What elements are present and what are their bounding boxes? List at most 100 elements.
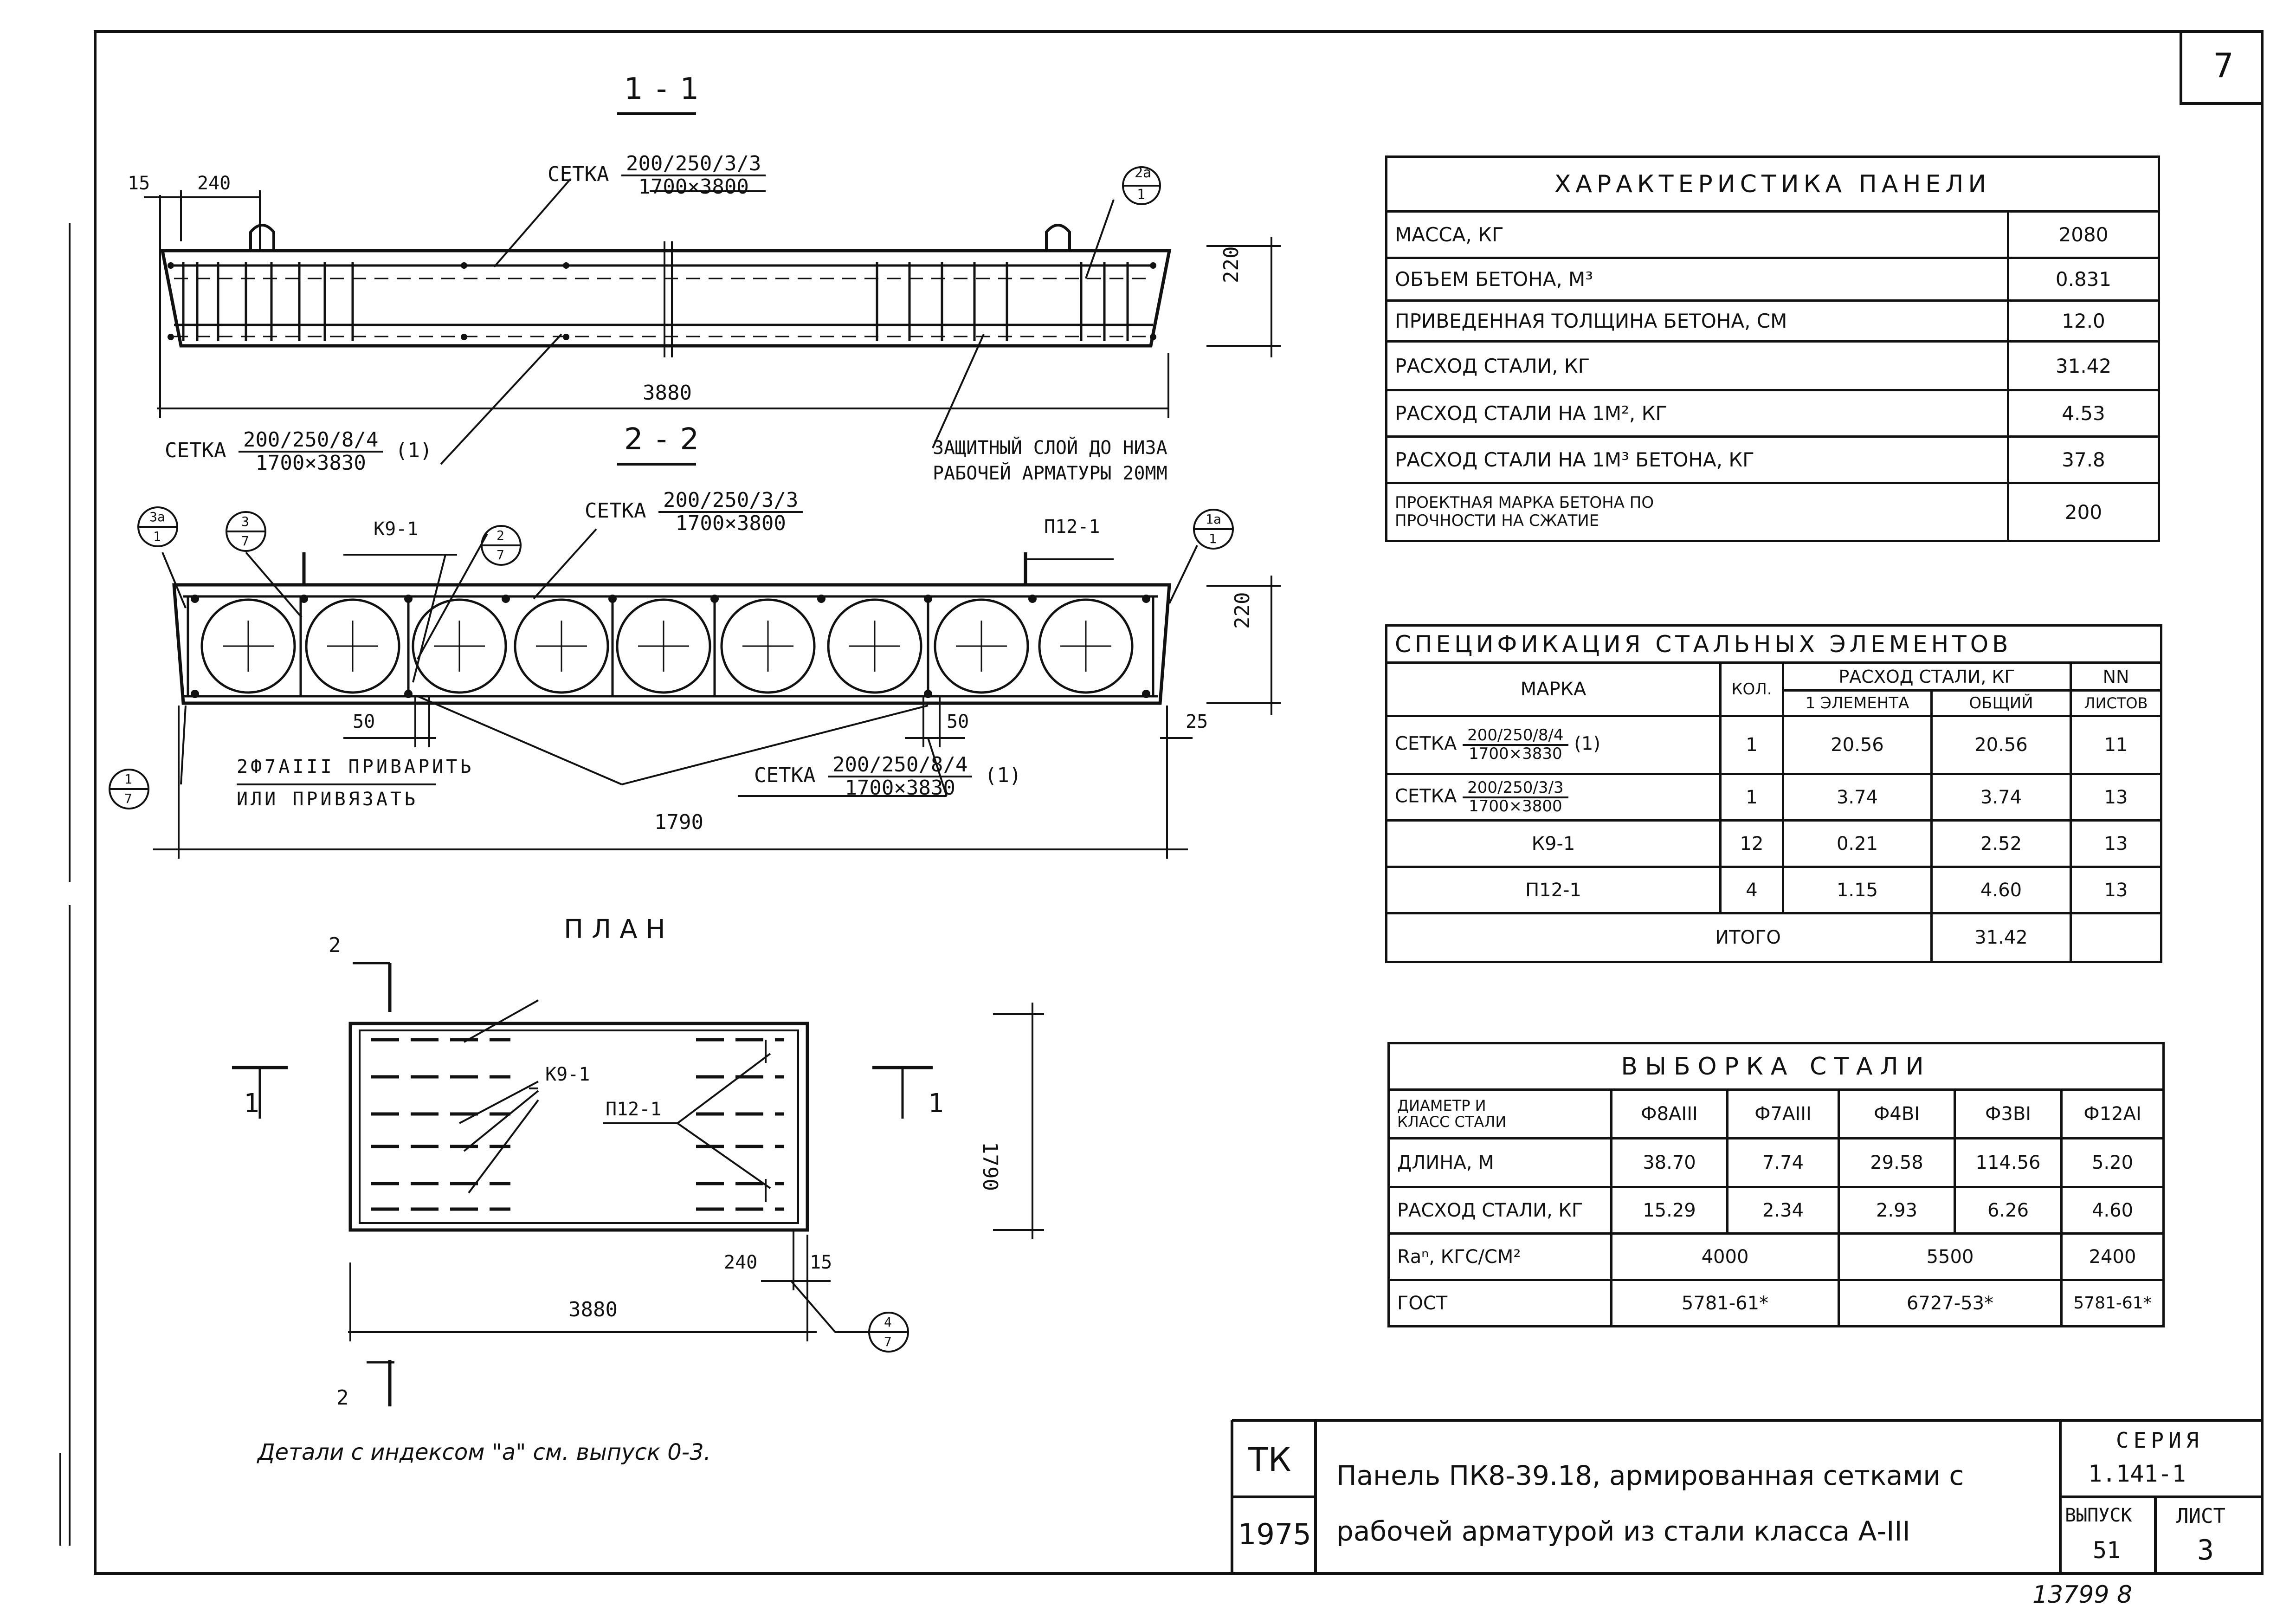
section-2-2-title: 2 - 2 [624,422,701,457]
steel-spec-table: СПЕЦИФИКАЦИЯ СТАЛЬНЫХ ЭЛЕМЕНТОВ МАРКА КО… [1385,624,2163,963]
panel-spec-label: РАСХОД СТАЛИ НА 1М², КГ [1385,389,2009,438]
panel-spec-title: ХАРАКТЕРИСТИКА ПАНЕЛИ [1385,155,2161,213]
cut-mark-1-right: 1 [928,1088,944,1119]
section-2-2 [153,463,1281,859]
steel-spec-head-one: 1 ЭЛЕМЕНТА [1782,689,1933,717]
steel-select-col: Ф8АIII [1610,1088,1728,1139]
dim-50-right: 50 [947,711,969,732]
steel-spec-one: 1.15 [1782,866,1933,914]
steel-select-length-label: ДЛИНА, М [1387,1137,1612,1188]
mesh-suffix: (1) [984,764,1022,788]
steel-select-consumption-label: РАСХОД СТАЛИ, КГ [1387,1186,1612,1235]
panel-spec-value: 31.42 [2006,340,2161,391]
panel-spec-label: РАСХОД СТАЛИ, КГ [1385,340,2009,391]
steel-spec-qty: 1 [1719,773,1784,822]
mesh-fraction-num: 200/250/8/4 [827,754,973,778]
dim-240: 240 [197,173,231,194]
callout-3-7-top: 3 [241,514,249,529]
steel-select-gost: 5781-61* [1610,1279,1840,1327]
title-block-title-line2: рабочей арматурой из стали класса А-III [1336,1515,1910,1547]
binding-marks [59,223,71,1546]
steel-spec-sheet: 13 [2069,773,2163,822]
steel-select-length: 38.70 [1610,1137,1728,1188]
steel-select-ra: 5500 [1838,1232,2063,1281]
p121-label: П12-1 [1044,516,1100,537]
steel-select-col: Ф3ВI [1954,1088,2063,1139]
plan-title: ПЛАН [564,914,674,945]
callout-1a-bottom: 1 [1209,531,1217,546]
steel-spec-total: 2.52 [1930,819,2072,868]
mesh-suffix: (1) [395,439,432,463]
steel-select-head-line1: ДИАМЕТР И [1397,1096,1486,1114]
panel-spec-label: РАСХОД СТАЛИ НА 1М³ БЕТОНА, КГ [1385,435,2009,484]
steel-spec-total-empty [2069,912,2163,963]
title-block-issue-label: ВЫПУСК [2065,1505,2132,1526]
title-block-title-line1: Панель ПК8-39.18, армированная сетками с [1336,1460,1964,1491]
steel-spec-head-mark: МАРКА [1385,661,1722,717]
dim-220-sec11: 220 [1219,246,1243,283]
panel-spec-value: 37.8 [2006,435,2161,484]
title-block-year: 1975 [1238,1517,1311,1551]
cut-mark-1-left: 1 [244,1088,259,1119]
dim-3880-sec11: 3880 [643,381,692,405]
steel-select-gost-label: ГОСТ [1387,1279,1612,1327]
panel-spec-label: ПРИВЕДЕННАЯ ТОЛЩИНА БЕТОНА, СМ [1385,299,2009,343]
panel-spec-label: ОБЪЕМ БЕТОНА, М³ [1385,257,2009,302]
steel-spec-one: 3.74 [1782,773,1933,822]
mesh-label-word: СЕТКА [585,499,646,523]
panel-spec-label: МАССА, КГ [1385,210,2009,259]
dim-25: 25 [1186,711,1208,732]
title-block-sheet-label: ЛИСТ [2176,1504,2225,1528]
mesh-fraction-num: 200/250/8/4 [238,429,383,453]
archive-number: 13799 8 [2032,1581,2133,1609]
dim-15-plan: 15 [810,1252,832,1273]
steel-spec-one: 20.56 [1782,715,1933,775]
steel-select-title: ВЫБОРКА СТАЛИ [1387,1042,2165,1091]
steel-spec-mark: П12-1 [1385,866,1722,914]
steel-spec-mark: СЕТКА [1395,785,1457,807]
dim-1790-sec22: 1790 [654,810,703,834]
steel-spec-qty: 1 [1719,715,1784,775]
callout-circle-4-7 [868,1312,909,1353]
steel-select-length: 114.56 [1954,1137,2063,1188]
steel-spec-head-sheets: ЛИСТОВ [2069,689,2163,717]
dim-50-left: 50 [353,711,375,732]
steel-select-length: 7.74 [1726,1137,1840,1188]
callout-circle-2a-1 [1122,166,1161,205]
steel-spec-sheet: 13 [2069,819,2163,868]
mesh-fraction-den: 1700×3800 [675,511,786,536]
cut-mark-2-top: 2 [329,933,341,957]
mesh-label-word: СЕТКА [754,764,816,788]
steel-select-consumption: 4.60 [2060,1186,2165,1235]
mesh-fraction-num: 200/250/3/3 [1463,779,1568,798]
callout-4-7-top: 4 [884,1314,892,1330]
mesh-fraction-den: 1700×3830 [255,451,366,475]
title-block-org: ТК [1248,1441,1291,1479]
protect-layer-line1: ЗАЩИТНЫЙ СЛОЙ ДО НИЗА [933,437,1167,459]
callout-3a-top: 3а [149,509,165,524]
callout-3a-bottom: 1 [153,529,161,544]
plan-p121-label: П12-1 [606,1099,662,1120]
steel-spec-one: 0.21 [1782,819,1933,868]
mesh-fraction-num: 200/250/3/3 [658,489,803,513]
steel-select-ra-label: Rаⁿ, КГС/СМ² [1387,1232,1612,1281]
mesh-fraction-den: 1700×3830 [845,776,955,800]
callout-2a-bottom: 1 [1137,187,1146,203]
title-block-lines [1231,1419,2262,1573]
steel-select-col: Ф4ВI [1838,1088,1956,1139]
steel-spec-total-label: ИТОГО [1385,912,1933,963]
sheet-corner-box [2180,30,2264,105]
steel-select-gost: 5781-61* [2060,1279,2165,1327]
mesh-fraction-den: 1700×3800 [638,175,749,199]
